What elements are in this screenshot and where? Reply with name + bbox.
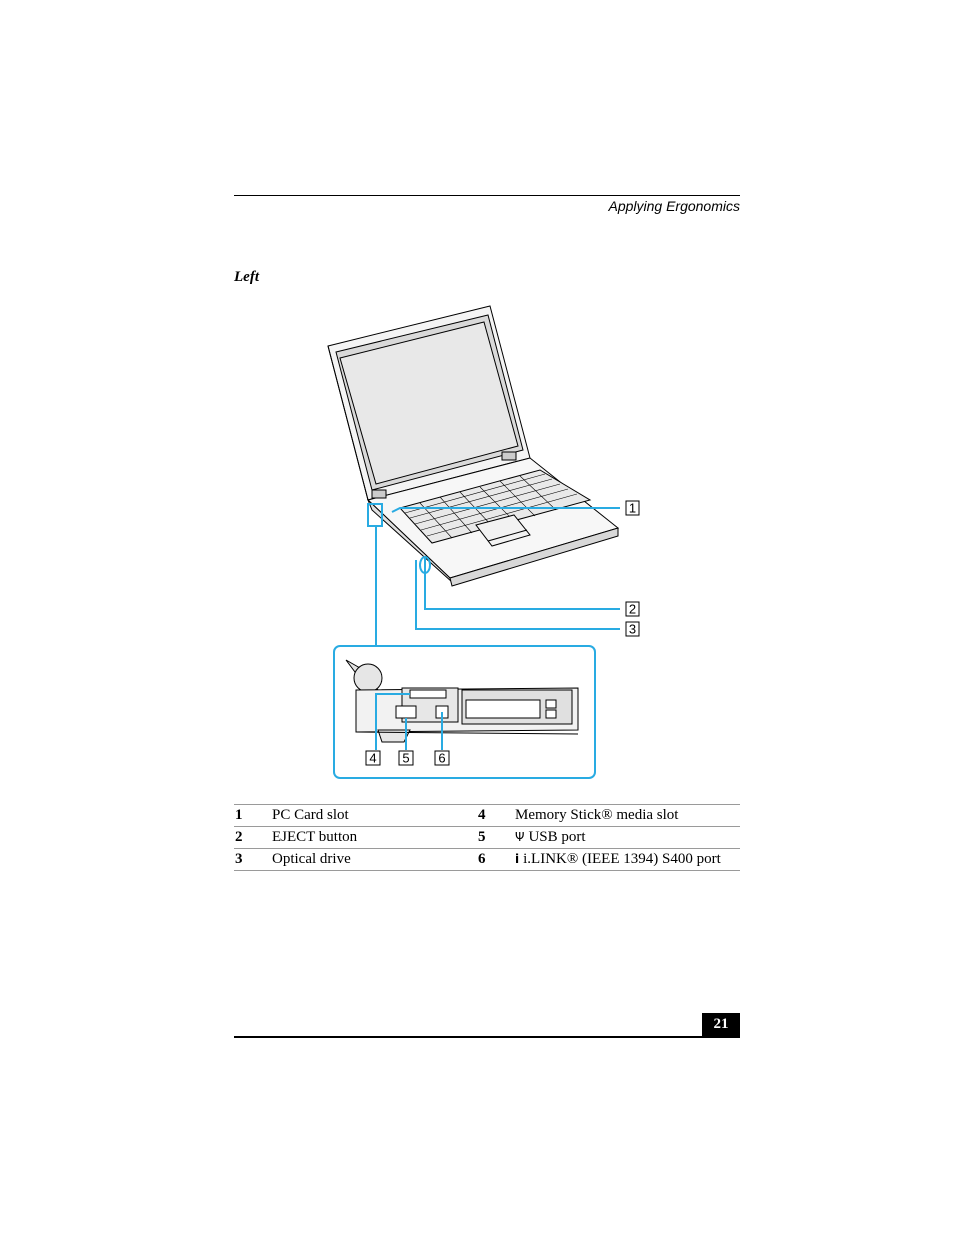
callout-5: 5 xyxy=(398,750,414,766)
usb-icon: Ψ xyxy=(515,830,525,844)
item-number: 5 xyxy=(478,826,515,849)
svg-text:2: 2 xyxy=(629,602,636,617)
item-number: 6 xyxy=(478,848,515,871)
page-number: 21 xyxy=(702,1013,740,1036)
legend-table: 1 PC Card slot 4 Memory Stick® media slo… xyxy=(234,804,740,871)
item-label: EJECT button xyxy=(272,826,478,849)
laptop-figure: 1 2 3 4 5 6 xyxy=(327,305,640,779)
laptop-illustration xyxy=(327,305,620,587)
ilink-icon: i xyxy=(515,852,520,866)
callout-lines xyxy=(333,503,620,779)
inset-callout-lines xyxy=(375,693,443,750)
callout-1: 1 xyxy=(625,500,640,516)
svg-text:5: 5 xyxy=(402,751,409,766)
item-number: 4 xyxy=(478,804,515,827)
item-number: 1 xyxy=(234,804,272,827)
inset-detail xyxy=(345,659,579,743)
svg-text:6: 6 xyxy=(438,751,445,766)
item-label: Optical drive xyxy=(272,848,478,871)
callout-3: 3 xyxy=(625,621,640,637)
svg-text:1: 1 xyxy=(629,501,636,516)
callout-6: 6 xyxy=(434,750,450,766)
callout-2: 2 xyxy=(625,601,640,617)
item-label: PC Card slot xyxy=(272,804,478,827)
callout-boxes: 1 2 3 4 5 6 xyxy=(365,500,640,766)
table-row: 1 PC Card slot 4 Memory Stick® media slo… xyxy=(234,804,740,827)
header-rule xyxy=(234,195,740,196)
section-title: Left xyxy=(234,269,259,285)
item-label: Memory Stick® media slot xyxy=(515,804,740,827)
page-header: Applying Ergonomics xyxy=(608,198,740,214)
svg-text:3: 3 xyxy=(629,622,636,637)
svg-text:4: 4 xyxy=(369,751,376,766)
footer-rule xyxy=(234,1036,740,1038)
item-number: 2 xyxy=(234,826,272,849)
callout-4: 4 xyxy=(365,750,381,766)
item-number: 3 xyxy=(234,848,272,871)
